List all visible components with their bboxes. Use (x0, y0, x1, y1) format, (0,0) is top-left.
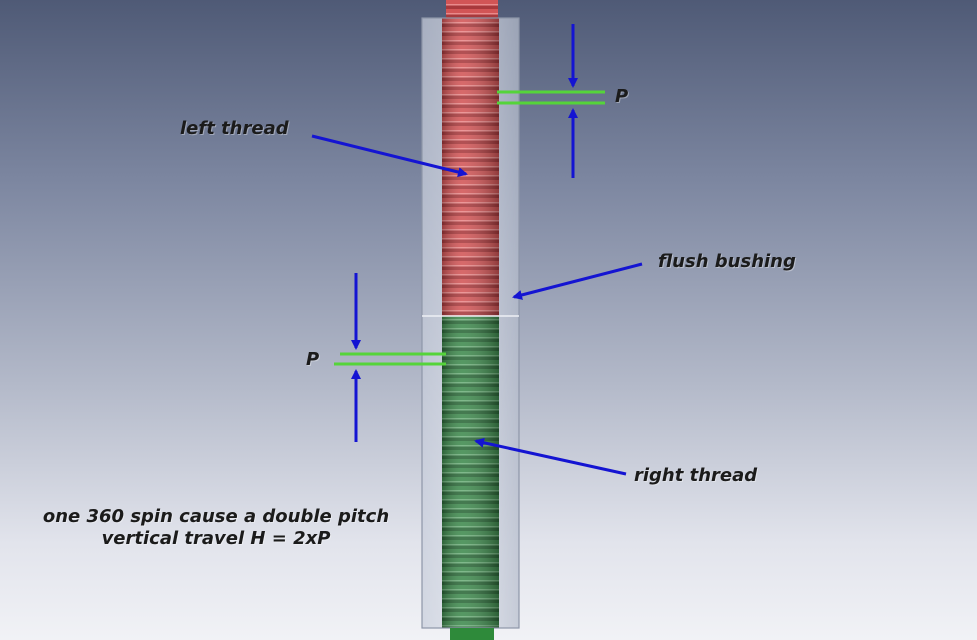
right-thread-label: right thread (634, 465, 758, 486)
travel-note-line1: one 360 spin cause a double pitch (42, 506, 390, 527)
pitch-marker-top (497, 24, 605, 178)
travel-note-line2: vertical travel H = 2xP (101, 528, 331, 549)
left-thread-arrow (311, 134, 468, 177)
pitch-label-top: P (615, 86, 629, 107)
pitch-label-bottom: P (306, 349, 320, 370)
flush-bushing-arrow (512, 262, 643, 300)
right-thread-bottom-end (450, 628, 494, 640)
travel-note: one 360 spin cause a double pitch vertic… (20, 506, 412, 550)
left-thread-top-end (446, 0, 498, 18)
left-thread-label: left thread (180, 118, 289, 139)
flush-bushing-label: flush bushing (658, 251, 796, 272)
pitch-marker-bottom (334, 273, 446, 442)
right-thread-arrow (474, 437, 627, 476)
